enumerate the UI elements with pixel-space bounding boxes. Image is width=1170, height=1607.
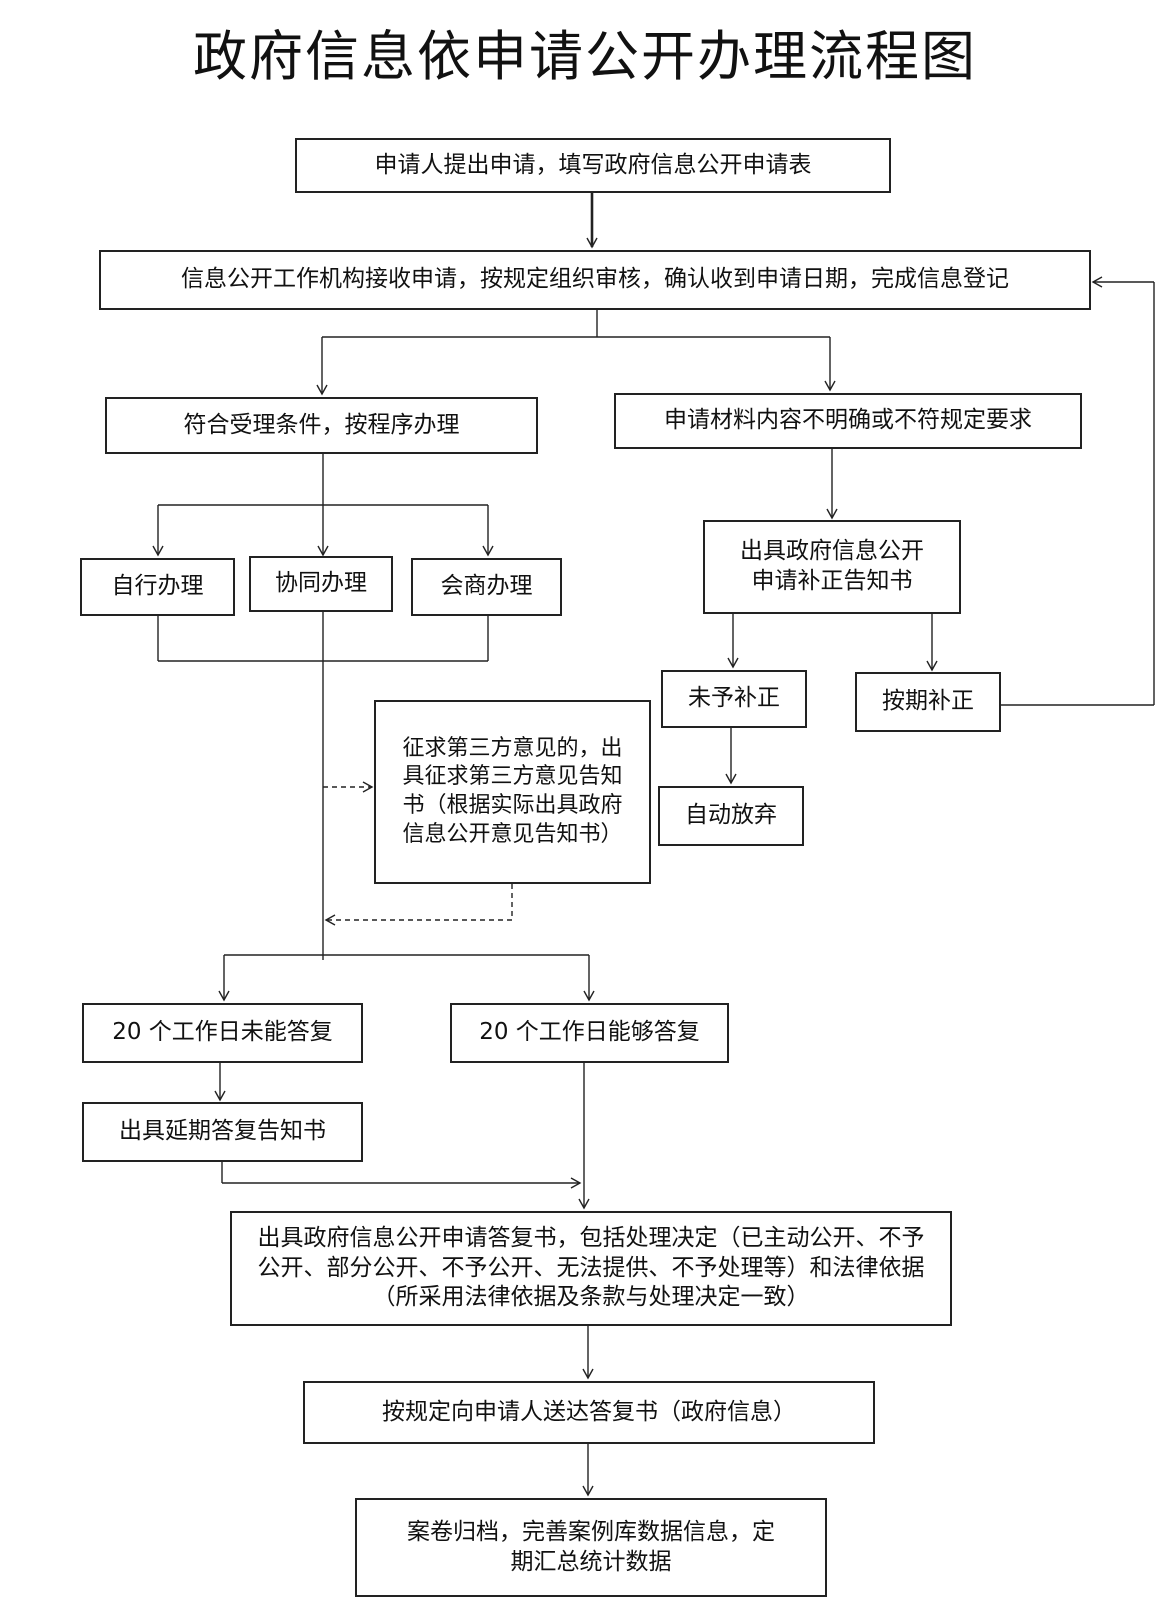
node-on-time-correction: 按期补正 xyxy=(855,672,1001,732)
node-delay-notice: 出具延期答复告知书 xyxy=(82,1102,363,1162)
node-archive: 案卷归档，完善案例库数据信息，定期汇总统计数据 xyxy=(355,1498,827,1597)
node-apply: 申请人提出申请，填写政府信息公开申请表 xyxy=(295,138,891,193)
page-title: 政府信息依申请公开办理流程图 xyxy=(193,25,977,88)
node-no-correction: 未予补正 xyxy=(661,670,807,728)
node-consult: 会商办理 xyxy=(411,558,562,616)
node-not-reply-20: 20 个工作日未能答复 xyxy=(82,1003,363,1063)
node-abandon: 自动放弃 xyxy=(658,786,804,846)
node-cooperate: 协同办理 xyxy=(249,556,393,612)
node-receive: 信息公开工作机构接收申请，按规定组织审核，确认收到申请日期，完成信息登记 xyxy=(99,250,1091,310)
node-unclear: 申请材料内容不明确或不符规定要求 xyxy=(614,393,1082,449)
node-deliver: 按规定向申请人送达答复书（政府信息） xyxy=(303,1381,875,1444)
node-self: 自行办理 xyxy=(80,558,235,616)
node-reply-20: 20 个工作日能够答复 xyxy=(450,1003,729,1063)
node-correction-notice: 出具政府信息公开申请补正告知书 xyxy=(703,520,961,614)
node-accept: 符合受理条件，按程序办理 xyxy=(105,397,538,454)
node-third-party: 征求第三方意见的，出具征求第三方意见告知书（根据实际出具政府信息公开意见告知书） xyxy=(374,700,651,884)
node-reply-letter: 出具政府信息公开申请答复书，包括处理决定（已主动公开、不予公开、部分公开、不予公… xyxy=(230,1211,952,1326)
